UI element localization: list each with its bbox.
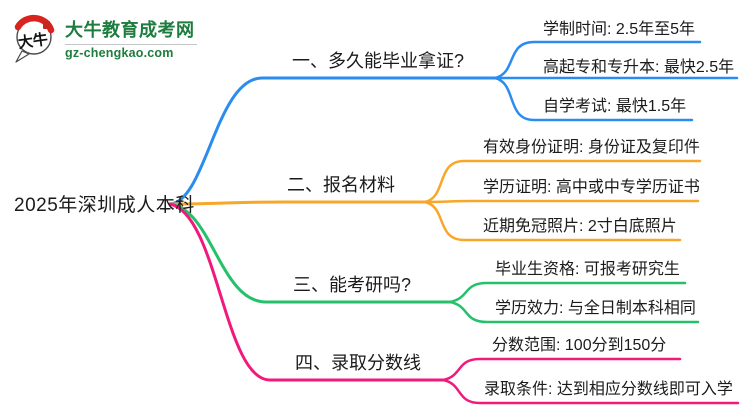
site-url: gz-chengkao.com [65, 46, 174, 60]
child-node-label: 学历效力: 与全日制本科相同 [495, 300, 696, 317]
logo-icon-text: 大牛 [17, 30, 49, 52]
child-node-label: 自学考试: 最快1.5年 [543, 98, 687, 115]
site-name: 大牛教育成考网 [65, 20, 195, 40]
root-node-label: 2025年深圳成人本科 [14, 195, 195, 216]
logo-bull-icon: 大牛 [14, 14, 55, 63]
child-node-label: 学历证明: 高中或中专学历证书 [483, 179, 700, 196]
branch-3-label: 三、能考研吗? [293, 275, 412, 295]
child-node-label: 高起专和专升本: 最快2.5年 [543, 59, 735, 76]
child-node-label: 毕业生资格: 可报考研究生 [495, 261, 680, 278]
site-logo: 大牛 大牛教育成考网 gz-chengkao.com [8, 8, 197, 64]
branch-4-lines [168, 202, 740, 405]
child-node-label: 有效身份证明: 身份证及复印件 [483, 139, 700, 156]
branch-2-label: 二、报名材料 [287, 175, 395, 195]
child-node-label: 分数范围: 100分到150分 [492, 337, 667, 354]
branch-1-label: 一、多久能毕业拿证? [292, 51, 465, 71]
branch-2-lines [168, 159, 702, 242]
child-node-label: 近期免冠照片: 2寸白底照片 [483, 218, 677, 235]
branch-3-lines [168, 202, 700, 324]
logo-seal [43, 21, 50, 29]
branch-1-lines [168, 40, 739, 206]
logo-divider [65, 44, 197, 45]
branch-4-label: 四、录取分数线 [295, 353, 421, 373]
child-node-label: 学制时间: 2.5年至5年 [543, 21, 696, 38]
child-node-label: 录取条件: 达到相应分数线即可入学 [484, 381, 733, 398]
